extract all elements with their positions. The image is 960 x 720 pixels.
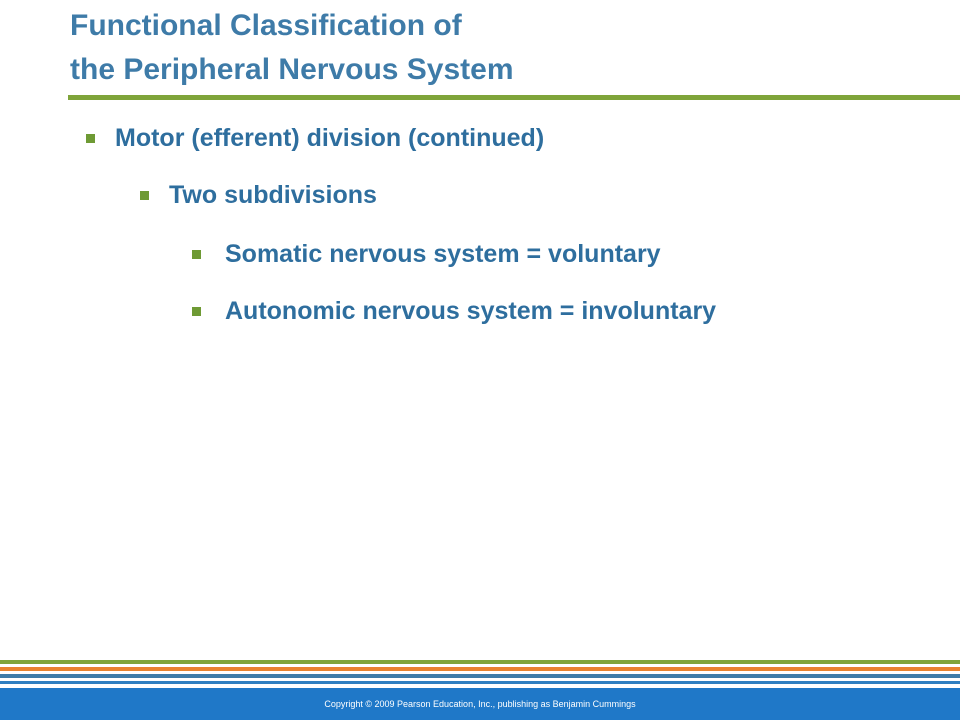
square-bullet-icon (192, 249, 201, 259)
slide-title: Functional Classification of the Periphe… (70, 4, 930, 92)
bullet-level-2: Two subdivisions (140, 177, 377, 213)
slide-title-line-2: the Peripheral Nervous System (70, 53, 514, 86)
title-divider (68, 95, 960, 100)
copyright-footer: Copyright © 2009 Pearson Education, Inc.… (0, 688, 960, 720)
bullet-text: Autonomic nervous system = involuntary (225, 297, 717, 325)
stripe-orange (0, 667, 960, 671)
bullet-text: Two subdivisions (169, 181, 377, 209)
bullet-level-1: Motor (efferent) division (continued) (86, 120, 544, 156)
bullet-text: Somatic nervous system = voluntary (225, 240, 661, 268)
bullet-level-3: Somatic nervous system = voluntary (192, 236, 661, 272)
square-bullet-icon (140, 190, 149, 200)
bullet-text: Motor (efferent) division (continued) (115, 124, 545, 152)
stripe-light-blue (0, 681, 960, 684)
stripe-green (0, 660, 960, 664)
square-bullet-icon (192, 306, 201, 316)
stripe-blue (0, 674, 960, 678)
copyright-text: Copyright © 2009 Pearson Education, Inc.… (324, 699, 636, 709)
slide-title-line-1: Functional Classification of (70, 9, 462, 42)
bullet-level-3: Autonomic nervous system = involuntary (192, 293, 716, 329)
square-bullet-icon (86, 133, 95, 143)
